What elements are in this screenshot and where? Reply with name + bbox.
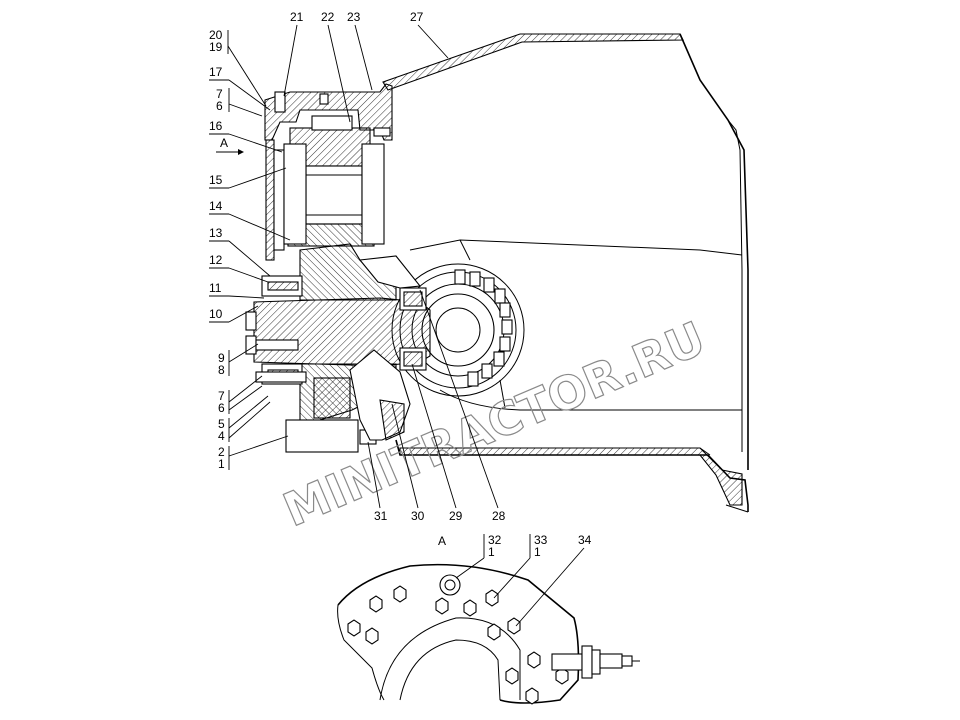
- callout-34: 34: [578, 533, 592, 547]
- callout-17: 17: [209, 65, 223, 79]
- callouts-bottom: 31 30 29 28: [367, 289, 506, 523]
- callout-7a: 7: [216, 87, 223, 101]
- callout-19: 19: [209, 40, 223, 54]
- callout-7b: 7: [218, 389, 225, 403]
- callout-20: 20: [209, 28, 223, 42]
- callout-15: 15: [209, 173, 223, 187]
- view-a: A: [337, 534, 640, 705]
- callout-12: 12: [209, 253, 223, 267]
- callout-30: 30: [411, 509, 425, 523]
- callouts-view-a: 32 1 33 1 34: [455, 533, 592, 627]
- callout-6a: 6: [216, 99, 223, 113]
- callout-8: 8: [218, 363, 225, 377]
- view-a-bolts: [347, 585, 569, 705]
- callouts-top: 21 22 23 27: [283, 10, 449, 123]
- central-shaft: [245, 243, 431, 453]
- callouts-left: 20 19 17 7 6 16 A 15 14 13 12 11 10 9: [209, 28, 291, 471]
- view-a-label: A: [438, 534, 446, 548]
- callout-31: 31: [374, 509, 388, 523]
- callout-23: 23: [347, 10, 361, 24]
- callout-13: 13: [209, 226, 223, 240]
- callout-22: 22: [321, 10, 335, 24]
- callout-16: 16: [209, 119, 223, 133]
- callout-33: 33: [534, 533, 548, 547]
- callout-32: 32: [488, 533, 502, 547]
- callout-14: 14: [209, 199, 223, 213]
- callout-2: 2: [218, 445, 225, 459]
- callout-4: 4: [218, 429, 225, 443]
- callout-29: 29: [449, 509, 463, 523]
- callout-28: 28: [492, 509, 506, 523]
- callout-6b: 6: [218, 401, 225, 415]
- callout-33-sub: 1: [534, 545, 541, 559]
- callout-11: 11: [209, 281, 222, 295]
- view-arrow-label: A: [220, 136, 228, 150]
- callout-5: 5: [218, 417, 225, 431]
- callout-1: 1: [218, 457, 225, 471]
- callout-21: 21: [290, 10, 304, 24]
- callout-10: 10: [209, 307, 223, 321]
- callout-9: 9: [218, 351, 225, 365]
- callout-27: 27: [410, 10, 424, 24]
- housing-outline: [382, 33, 749, 513]
- drain-plug: [439, 574, 461, 596]
- cover-left: [264, 83, 393, 261]
- callout-32-sub: 1: [488, 545, 495, 559]
